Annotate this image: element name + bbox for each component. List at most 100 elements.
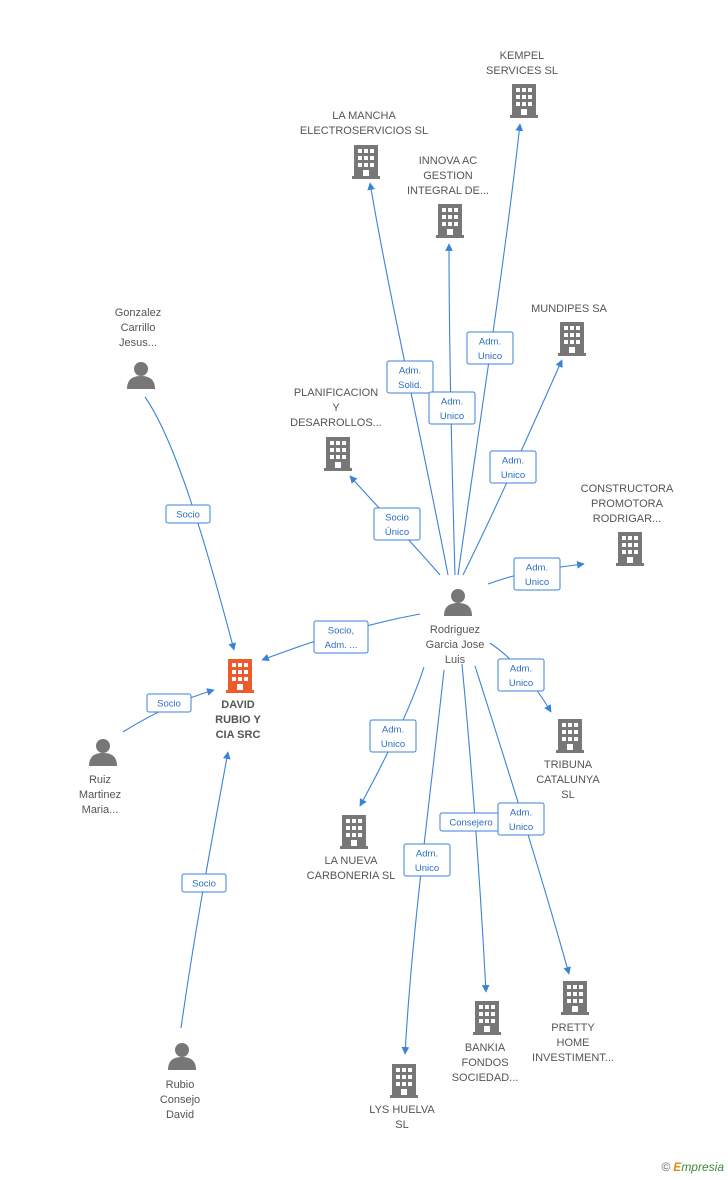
edge-innova[interactable]: Adm. Unico xyxy=(428,243,476,576)
node-label: LA MANCHA xyxy=(332,110,396,122)
edge-label-text: Unico xyxy=(478,351,502,362)
node-label: INNOVA AC xyxy=(419,155,478,167)
edge-rubio[interactable]: Socio xyxy=(180,751,231,1029)
edge-label-box xyxy=(428,391,476,425)
edge-label-box xyxy=(181,873,227,893)
node-label: Jesus... xyxy=(119,337,157,349)
building-icon xyxy=(436,204,464,238)
node-label: CIA SRC xyxy=(216,729,261,741)
building-icon xyxy=(556,719,584,753)
building-icon xyxy=(558,322,586,356)
node-label: ELECTROSERVICIOS SL xyxy=(300,125,428,137)
edge-label-text: Solid. xyxy=(398,380,422,391)
building-icon xyxy=(616,532,644,566)
edge-label-text: Adm. xyxy=(479,336,501,347)
building-icon xyxy=(561,981,589,1015)
node-planif[interactable]: PLANIFICACIONYDESARROLLOS... xyxy=(290,387,382,471)
edge-label-text: Adm. xyxy=(526,562,548,573)
node-label: PLANIFICACION xyxy=(294,387,378,399)
node-gonzalez[interactable]: GonzalezCarrilloJesus... xyxy=(115,307,161,389)
edge-label-box xyxy=(497,802,545,836)
edge-label-box xyxy=(373,507,421,541)
edge-mundipes[interactable]: Adm. Unico xyxy=(462,359,563,576)
edge-kempel[interactable]: Adm. Unico xyxy=(457,123,524,576)
node-label: CARBONERIA SL xyxy=(307,870,396,882)
edge-lys[interactable]: Adm. Unico xyxy=(401,669,451,1055)
edge-label-text: Socio xyxy=(385,512,409,523)
node-label: BANKIA xyxy=(465,1042,506,1054)
building-icon xyxy=(340,815,368,849)
node-label: SL xyxy=(395,1119,408,1131)
node-label: SL xyxy=(561,789,574,801)
edge-constructora[interactable]: Adm. Unico xyxy=(487,557,585,591)
edge-david[interactable]: Socio,Adm. ... xyxy=(261,613,421,662)
node-label: Martinez xyxy=(79,789,121,801)
node-label: GESTION xyxy=(423,170,473,182)
edge-label-text: Unico xyxy=(509,822,533,833)
edge-label-text: Unico xyxy=(509,678,533,689)
edge-nueva[interactable]: Adm.Unico xyxy=(359,666,425,807)
node-label: DAVID xyxy=(221,699,254,711)
person-icon xyxy=(127,362,155,389)
edge-pretty[interactable]: Adm. Unico xyxy=(474,665,571,975)
copyright-symbol: © xyxy=(661,1160,671,1174)
person-icon xyxy=(89,739,117,766)
brand-name: mpresia xyxy=(681,1160,724,1174)
edge-label-box xyxy=(386,360,434,394)
edge-label-text: Socio xyxy=(157,699,181,710)
edge-tribuna[interactable]: Adm. Unico xyxy=(489,642,552,713)
edge-label-text: Unico xyxy=(415,863,439,874)
node-label: David xyxy=(166,1109,194,1121)
edge-label-box xyxy=(146,693,192,713)
node-label: CONSTRUCTORA xyxy=(581,483,674,495)
edge-label-box xyxy=(489,450,537,484)
node-nueva[interactable]: LA NUEVA CARBONERIA SL xyxy=(307,815,396,882)
node-mancha[interactable]: LA MANCHA ELECTROSERVICIOS SL xyxy=(300,110,428,179)
person-icon xyxy=(444,589,472,616)
node-label: Gonzalez xyxy=(115,307,161,319)
node-label: INTEGRAL DE... xyxy=(407,185,489,197)
node-ruiz[interactable]: RuizMartinezMaria... xyxy=(79,739,121,816)
node-pretty[interactable]: PRETTYHOMEINVESTIMENT... xyxy=(532,981,614,1064)
node-david[interactable]: DAVID RUBIO Y CIA SRC xyxy=(215,659,261,741)
node-label: Consejo xyxy=(160,1094,200,1106)
node-label: Rodriguez xyxy=(430,624,480,636)
node-innova[interactable]: INNOVA AC GESTION INTEGRAL DE... xyxy=(407,155,489,238)
node-label: Y xyxy=(332,402,340,414)
node-label: MUNDIPES SA xyxy=(531,303,607,315)
node-bankia[interactable]: BANKIAFONDOSSOCIEDAD... xyxy=(452,1001,519,1084)
node-label: Garcia Jose xyxy=(426,639,485,651)
edge-label-text: Adm. xyxy=(416,848,438,859)
edge-label-text: Unico xyxy=(440,411,464,422)
node-constructora[interactable]: CONSTRUCTORAPROMOTORARODRIGAR... xyxy=(581,483,674,566)
edge-bankia[interactable]: Consejero xyxy=(439,663,503,993)
edge-label-text: Unico xyxy=(525,577,549,588)
edge-mancha[interactable]: Adm.Solid. xyxy=(367,182,449,576)
building-icon xyxy=(390,1064,418,1098)
copyright-notice: ©Empresia xyxy=(661,1160,724,1174)
edge-label-box xyxy=(165,504,211,524)
edge-label-box xyxy=(369,719,417,753)
edge-label-text: Adm. ... xyxy=(325,640,358,651)
node-mundipes[interactable]: MUNDIPES SA xyxy=(531,303,608,356)
building-icon xyxy=(352,145,380,179)
node-label: INVESTIMENT... xyxy=(532,1052,614,1064)
node-label: Maria... xyxy=(82,804,119,816)
node-label: LA NUEVA xyxy=(325,855,379,867)
edge-label-text: Adm. xyxy=(510,663,532,674)
node-label: RODRIGAR... xyxy=(593,513,661,525)
building-icon xyxy=(510,84,538,118)
edge-label-text: Único xyxy=(385,527,409,538)
edge-ruiz[interactable]: Socio xyxy=(122,688,215,733)
node-label: RUBIO Y xyxy=(215,714,261,726)
edge-label-text: Adm. xyxy=(441,396,463,407)
edge-gonzalez[interactable]: Socio xyxy=(144,396,236,651)
edge-label-text: Unico xyxy=(501,470,525,481)
